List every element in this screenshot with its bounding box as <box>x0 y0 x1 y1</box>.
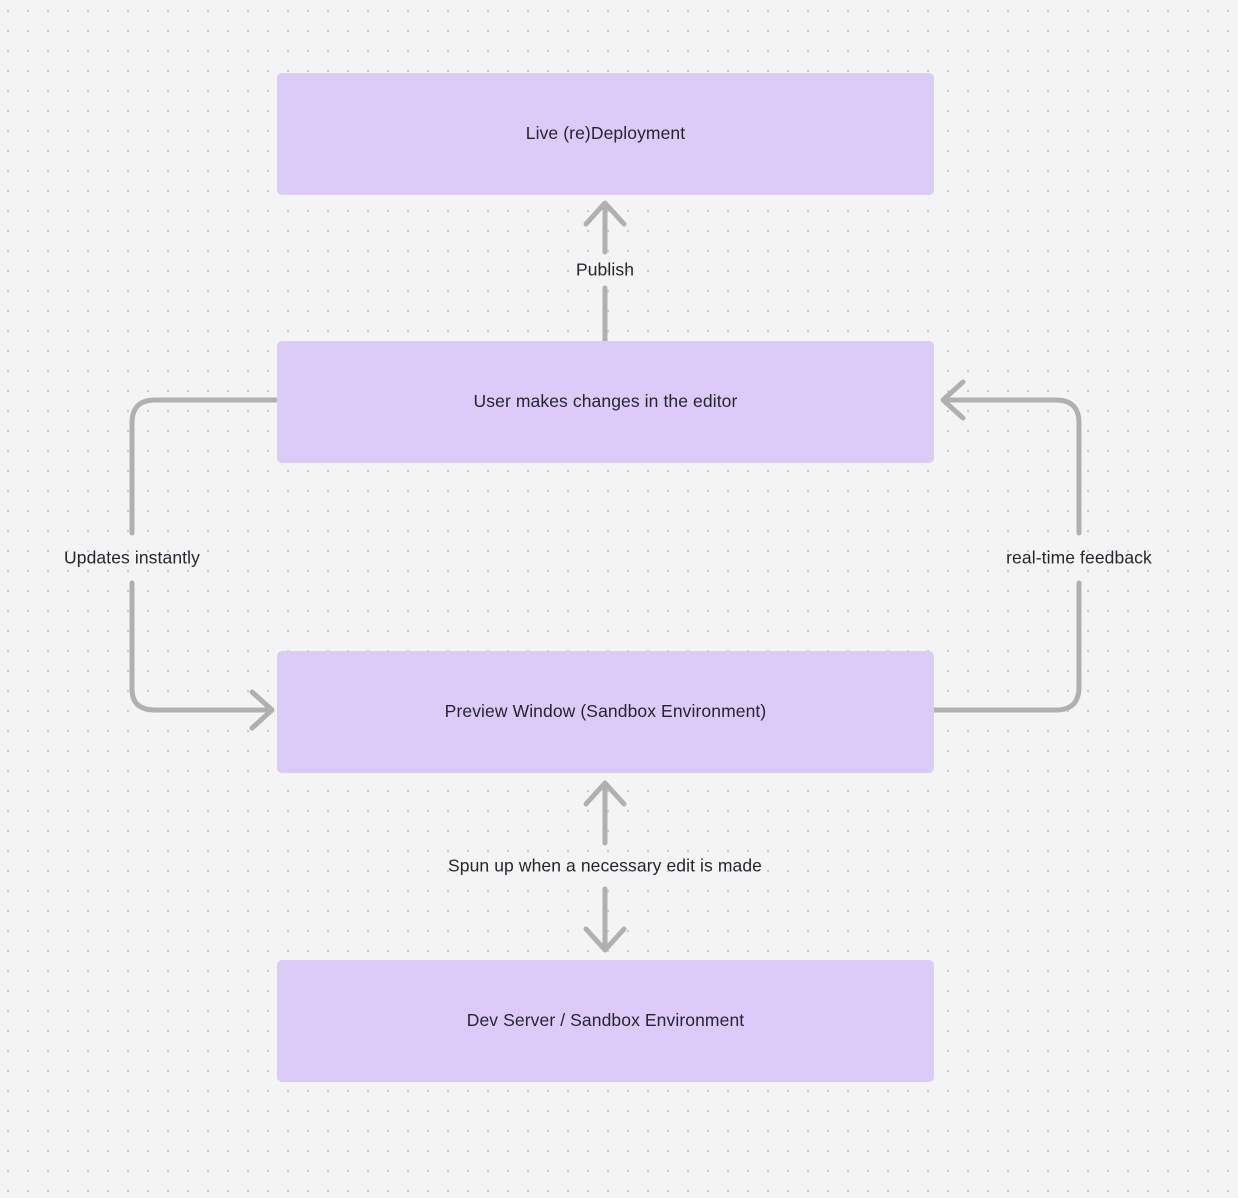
edge-updates-upper-segment <box>129 397 280 536</box>
edge-spun-up-up-arrowhead-icon <box>583 780 627 807</box>
edge-label-updates-instantly: Updates instantly <box>64 547 200 568</box>
edge-label-spun-up: Spun up when a necessary edit is made <box>447 855 763 876</box>
edge-feedback-lower-segment <box>931 580 1082 713</box>
node-dev-server[interactable]: Dev Server / Sandbox Environment <box>277 960 934 1082</box>
node-label: Live (re)Deployment <box>525 123 686 144</box>
edge-spun-up-down-arrowhead-icon <box>583 926 627 953</box>
node-label: User makes changes in the editor <box>473 391 738 412</box>
edge-publish-arrowhead-icon <box>583 200 627 227</box>
edge-real-time-feedback <box>931 379 1082 713</box>
edge-label-publish: Publish <box>575 259 635 280</box>
edge-updates-arrowhead-icon <box>249 689 275 731</box>
edge-label-real-time-feedback: real-time feedback <box>1006 547 1152 568</box>
node-preview-window[interactable]: Preview Window (Sandbox Environment) <box>277 651 934 773</box>
node-label: Preview Window (Sandbox Environment) <box>444 701 767 722</box>
node-user-edits[interactable]: User makes changes in the editor <box>277 341 934 463</box>
edge-updates-lower-segment <box>129 580 271 713</box>
node-label: Dev Server / Sandbox Environment <box>466 1010 745 1031</box>
edge-feedback-arrowhead-icon <box>940 379 966 421</box>
node-live-deployment[interactable]: Live (re)Deployment <box>277 73 934 195</box>
edge-feedback-upper-segment <box>944 397 1082 536</box>
